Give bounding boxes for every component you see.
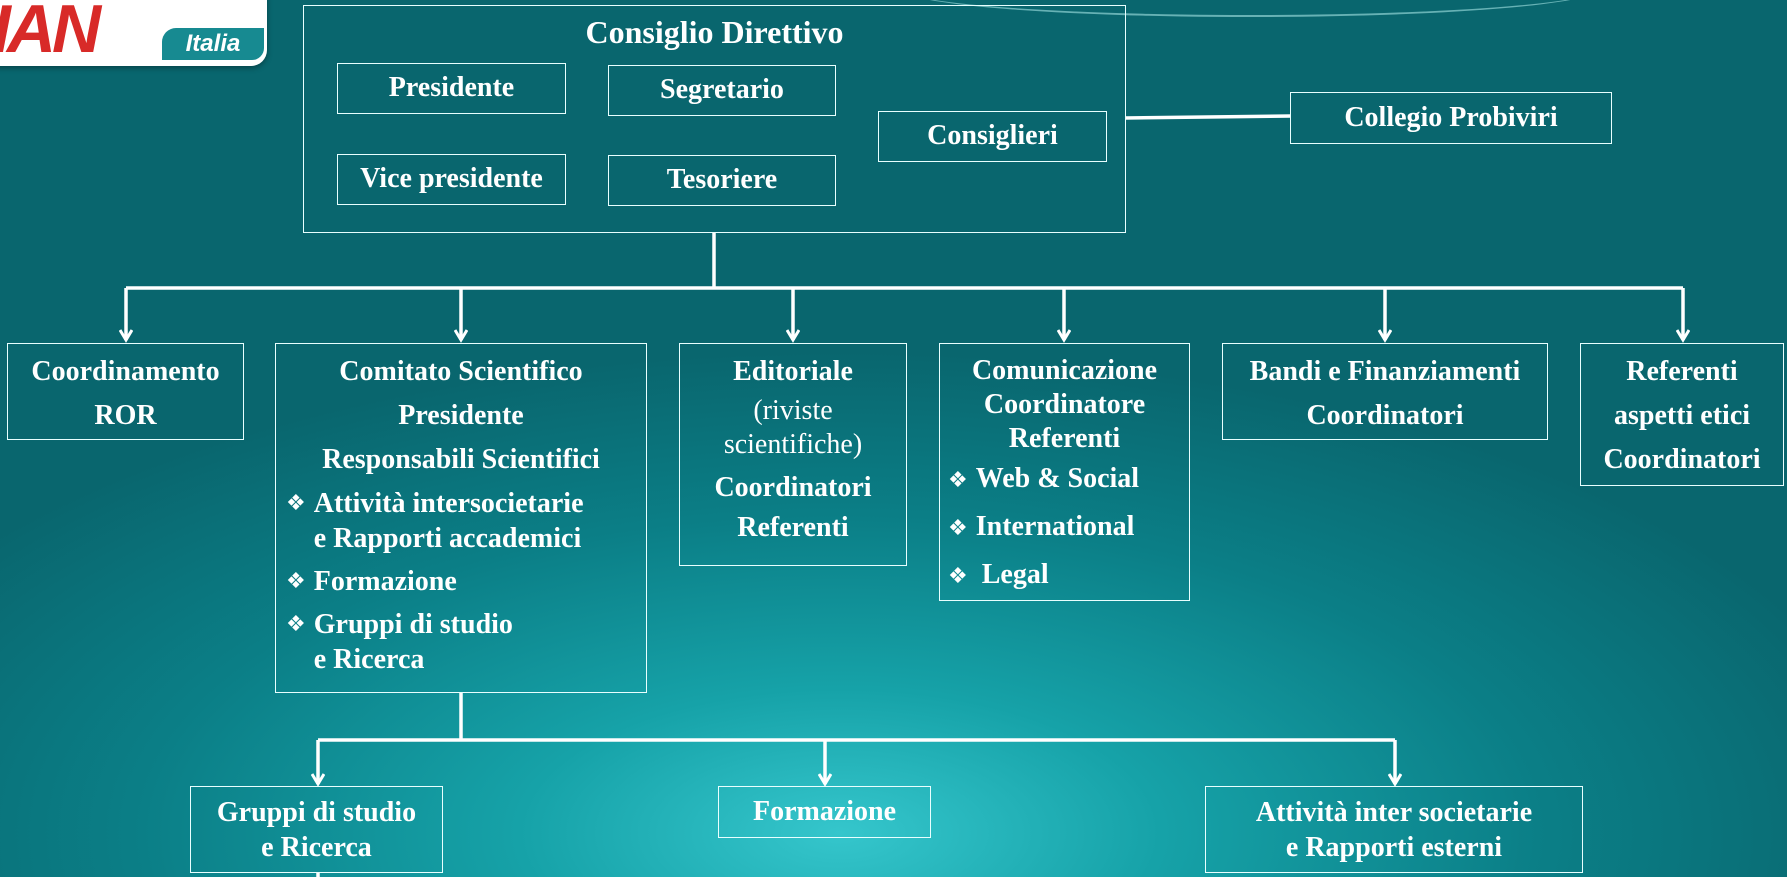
list-item: ❖ Web & Social [948,456,1189,504]
diamond-bullet-icon: ❖ [286,569,306,594]
coordinamento-line1: Coordinamento [31,356,220,387]
comitato-presidente: Presidente [398,400,524,431]
attivita-line1: Attività inter societarie [1255,797,1533,828]
consiglio-direttivo-title: Consiglio Direttivo [585,14,844,50]
diamond-bullet-icon: ❖ [286,491,306,516]
consiglio-direttivo-box [303,5,1126,233]
node-segretario: Segretario [608,65,836,116]
list-item: ❖ Gruppi di studio e Ricerca [286,607,646,677]
comitato-item-2: Formazione [313,566,457,597]
editoriale-referenti: Referenti [737,512,849,543]
node-attivita-inter-societarie: Attività inter societarie e Rapporti est… [1205,786,1583,873]
diamond-bullet-icon: ❖ [948,516,968,541]
node-comitato-scientifico: Comitato Scientifico Presidente Responsa… [275,343,647,693]
comunicazione-coordinatore: Coordinatore [983,389,1146,420]
editoriale-coordinatori: Coordinatori [714,472,872,503]
logo-wordmark: IAN [0,0,101,66]
comunicazione-title: Comunicazione [971,355,1158,386]
gruppi-line1: Gruppi di studio [216,797,417,828]
attivita-line2: e Rapporti esterni [1285,832,1503,863]
node-collegio-probiviri: Collegio Probiviri [1290,92,1612,144]
editoriale-sub2: scientifiche) [723,429,863,460]
decorative-swoosh [900,0,1600,17]
node-consiglieri: Consiglieri [878,111,1107,162]
diamond-bullet-icon: ❖ [948,468,968,493]
comitato-item-3-line1: Gruppi di studio [313,609,513,640]
comunicazione-item-list: ❖ Web & Social ❖ International ❖ Legal [940,456,1189,600]
diamond-bullet-icon: ❖ [286,612,306,637]
gruppi-line2: e Ricerca [261,832,372,863]
referenti-line3: Coordinatori [1603,444,1761,475]
node-presidente: Presidente [337,63,566,114]
link-consiglieri-collegio [1124,114,1292,120]
node-vice-presidente: Vice presidente [337,154,566,205]
editoriale-title: Editoriale [733,356,853,387]
editoriale-sub1: (riviste [753,395,833,426]
node-coordinamento-ror: Coordinamento ROR [7,343,244,440]
node-editoriale: Editoriale (riviste scientifiche) Coordi… [679,343,907,566]
ian-italia-logo: IAN Italia [0,0,267,66]
node-formazione: Formazione [718,786,931,838]
comitato-item-1-line1: Attività intersocietarie [313,488,584,519]
comunicazione-item-1: Web & Social [975,463,1140,494]
comunicazione-item-3: Legal [981,559,1049,590]
coordinamento-line2: ROR [94,400,157,431]
node-bandi-finanziamenti: Bandi e Finanziamenti Coordinatori [1222,343,1548,440]
comunicazione-referenti: Referenti [1008,423,1121,454]
node-tesoriere: Tesoriere [608,155,836,206]
list-item: ❖ Attività intersocietarie e Rapporti ac… [286,486,646,556]
logo-tag: Italia [162,28,264,60]
list-item: ❖ Formazione [286,564,646,599]
bandi-title: Bandi e Finanziamenti [1249,356,1521,387]
comitato-item-list: ❖ Attività intersocietarie e Rapporti ac… [276,486,646,677]
referenti-line1: Referenti [1626,356,1738,387]
list-item: ❖ International [948,504,1189,552]
node-referenti-aspetti-etici: Referenti aspetti etici Coordinatori [1580,343,1784,486]
comunicazione-item-2: International [975,511,1135,542]
bandi-coordinatori: Coordinatori [1306,400,1464,431]
comitato-item-1-line2: e Rapporti accademici [313,523,582,554]
diamond-bullet-icon: ❖ [948,564,968,589]
comitato-title: Comitato Scientifico [339,356,583,387]
node-comunicazione: Comunicazione Coordinatore Referenti ❖ We… [939,343,1190,601]
comitato-responsabili: Responsabili Scientifici [322,444,600,475]
node-gruppi-studio-ricerca: Gruppi di studio e Ricerca [190,786,443,873]
comitato-item-3-line2: e Ricerca [313,644,425,675]
list-item: ❖ Legal [948,552,1189,600]
referenti-line2: aspetti etici [1613,400,1751,431]
